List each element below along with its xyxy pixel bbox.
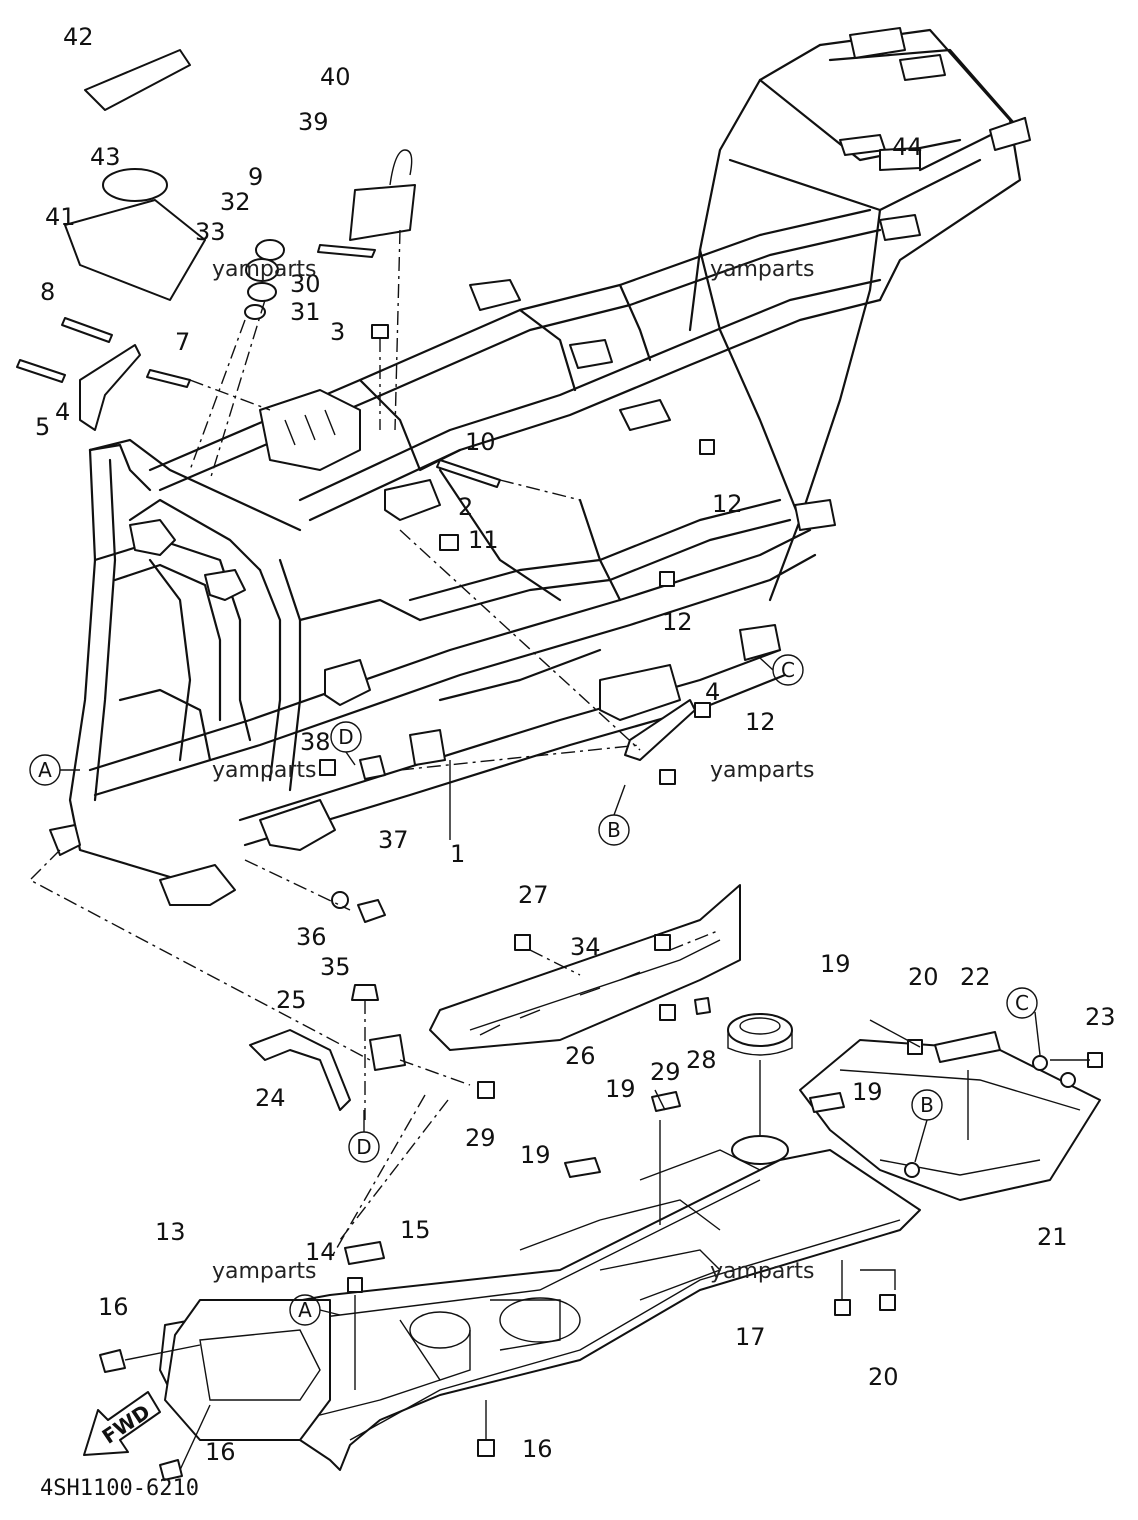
part-label-28: 28	[686, 1046, 717, 1074]
part-label-5: 5	[35, 413, 50, 441]
part-label-16-b: 16	[205, 1438, 236, 1466]
watermark-5: yamparts	[212, 1259, 317, 1284]
watermark-3: yamparts	[212, 758, 317, 783]
marker-c-upper: C	[772, 654, 804, 686]
part-label-1: 1	[450, 840, 465, 868]
part-label-12-b: 12	[662, 608, 693, 636]
part-label-12-a: 12	[712, 490, 743, 518]
part-label-40: 40	[320, 63, 351, 91]
part-label-11: 11	[468, 526, 499, 554]
watermarks: yamparts yamparts yamparts yamparts yamp…	[212, 257, 815, 1284]
upper-small-parts	[16, 49, 921, 923]
part-label-26: 26	[565, 1042, 596, 1070]
part-label-25: 25	[276, 986, 307, 1014]
part-label-2: 2	[458, 493, 473, 521]
part-label-14: 14	[305, 1238, 336, 1266]
part-label-3: 3	[330, 318, 345, 346]
lower-assembly	[99, 884, 1103, 1481]
part-label-43: 43	[90, 143, 121, 171]
part-label-39: 39	[298, 108, 329, 136]
part-label-19-a: 19	[605, 1075, 636, 1103]
svg-text:C: C	[781, 658, 795, 682]
part-label-4-top: 4	[55, 398, 70, 426]
part-label-33: 32	[220, 188, 251, 216]
watermark-2: yamparts	[710, 257, 815, 282]
part-label-34: 33	[195, 218, 226, 246]
watermark-4: yamparts	[710, 758, 815, 783]
part-label-10: 10	[465, 428, 496, 456]
part-label-7: 7	[175, 328, 190, 356]
part-label-18: 19	[820, 950, 851, 978]
part-label-32: 31	[290, 298, 321, 326]
svg-text:D: D	[338, 725, 353, 749]
part-label-21: 21	[1037, 1223, 1068, 1251]
marker-b-upper: B	[598, 814, 630, 846]
part-label-24: 24	[255, 1084, 286, 1112]
svg-text:C: C	[1015, 991, 1029, 1015]
part-label-35: 35	[320, 953, 351, 981]
marker-d-upper: D	[330, 721, 362, 753]
part-label-13: 13	[155, 1218, 186, 1246]
marker-d-lower: D	[348, 1131, 380, 1163]
marker-c-lower: C	[1006, 987, 1038, 1019]
part-label-37: 37	[378, 826, 409, 854]
reference-markers: A A B B C C D D	[29, 654, 1041, 1326]
part-label-4-bottom: 4	[705, 678, 720, 706]
part-label-41: 41	[45, 203, 76, 231]
part-label-20-b: 20	[868, 1363, 899, 1391]
part-label-44: 44	[892, 133, 923, 161]
part-number-labels: 42 43 41 8 5 4 7 32 33 30 31 9 40 39 3 1…	[35, 23, 1116, 1466]
fwd-arrow: FWD	[83, 1391, 161, 1456]
leader-lines-upper	[28, 229, 641, 1061]
part-label-31: 30	[290, 270, 321, 298]
part-label-15: 15	[400, 1216, 431, 1244]
part-label-23: 23	[1085, 1003, 1116, 1031]
svg-text:A: A	[298, 1298, 312, 1322]
part-label-12-c: 12	[745, 708, 776, 736]
part-label-16-a: 16	[98, 1293, 129, 1321]
part-label-38: 38	[300, 728, 331, 756]
svg-text:B: B	[607, 818, 621, 842]
part-label-19-c: 19	[520, 1141, 551, 1169]
svg-text:A: A	[38, 758, 52, 782]
part-label-42: 42	[63, 23, 94, 51]
part-label-8: 8	[40, 278, 55, 306]
watermark-6: yamparts	[710, 1259, 815, 1284]
main-frame	[49, 27, 1031, 906]
part-label-17: 17	[735, 1323, 766, 1351]
part-label-22: 22	[960, 963, 991, 991]
svg-text:B: B	[920, 1093, 934, 1117]
part-label-9: 9	[248, 163, 263, 191]
part-label-16-c: 16	[522, 1435, 553, 1463]
svg-text:D: D	[356, 1135, 371, 1159]
watermark-1: yamparts	[212, 257, 317, 282]
marker-a-upper: A	[29, 754, 61, 786]
part-label-20-a: 20	[908, 963, 939, 991]
part-label-36: 36	[296, 923, 327, 951]
part-label-30: 34	[570, 933, 601, 961]
part-label-29-b: 29	[650, 1058, 681, 1086]
diagram-code: 4SH1100-6210	[40, 1476, 199, 1501]
part-label-29-a: 29	[465, 1124, 496, 1152]
part-label-19-b: 19	[852, 1078, 883, 1106]
part-label-27: 27	[518, 881, 549, 909]
